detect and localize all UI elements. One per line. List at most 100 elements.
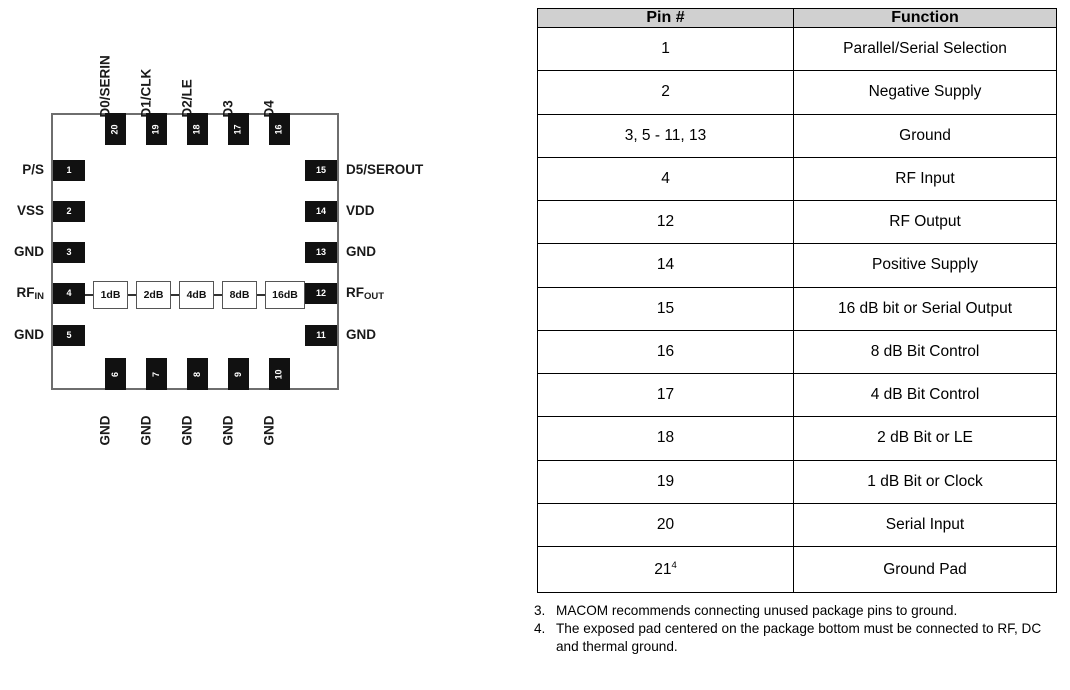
pin-label-4-text: RF [16,285,35,300]
pin-pad-3: 3 [53,242,85,263]
table-row: 4 RF Input [537,156,1057,202]
pin-number-19: 19 [150,123,161,135]
pin-label-7: GND [138,415,154,446]
attenuator-2db-label: 2dB [143,289,164,301]
cell-function: Positive Supply [793,243,1057,288]
wire-8db-to-16db [257,294,265,296]
cell-function: 16 dB bit or Serial Output [793,286,1057,331]
pin-label-14: VDD [346,203,375,218]
pin-pad-1: 1 [53,160,85,181]
cell-pin: 17 [537,372,794,418]
pin-label-18: D2/LE [179,79,195,118]
package-outline [51,113,339,390]
pin-number-9: 9 [232,371,243,377]
cell-pin-text: 21 [654,561,672,579]
cell-pin: 15 [537,286,794,331]
pin-label-10: GND [261,415,277,446]
table-row: 20 Serial Input [537,502,1057,548]
pin-pad-6: 6 [105,358,126,390]
cell-pin: 214 [537,546,794,593]
pin-pad-17: 17 [228,113,249,145]
pin-label-2: VSS [16,203,44,218]
pin-label-5: GND [14,327,44,342]
cell-function: Ground [793,113,1057,158]
pin-pad-2: 2 [53,201,85,222]
pin-number-8: 8 [191,371,202,377]
cell-pin: 2 [537,70,794,115]
cell-pin: 4 [537,156,794,202]
cell-pin: 1 [537,26,794,72]
wire-in-to-1db [85,294,93,296]
attenuator-16db: 16dB [265,281,305,309]
cell-pin: 20 [537,502,794,548]
cell-function: Serial Input [793,502,1057,548]
wire-2db-to-4db [171,294,179,296]
pin-label-13: GND [346,244,376,259]
pin-pad-14: 14 [305,201,337,222]
pin-number-5: 5 [66,330,72,340]
pin-number-14: 14 [315,206,326,216]
pin-pad-18: 18 [187,113,208,145]
footnote-3-number: 3. [534,603,546,618]
pin-label-6: GND [97,415,113,446]
package-pinout-diagram: D0/SERIN 20 D1/CLK 19 D2/LE 18 D3 17 D4 … [0,0,520,690]
pin-pad-13: 13 [305,242,337,263]
attenuator-1db: 1dB [93,281,128,309]
attenuator-2db: 2dB [136,281,171,309]
pin-label-11: GND [346,327,376,342]
pin-label-12-subscript: OUT [364,291,385,302]
cell-pin: 14 [537,243,794,288]
pin-number-15: 15 [315,165,326,175]
cell-pin: 3, 5 - 11, 13 [537,113,794,158]
pin-number-16: 16 [273,123,284,135]
column-header-pin: Pin # [537,8,794,28]
table-row: 1 Parallel/Serial Selection [537,26,1057,72]
attenuator-1db-label: 1dB [100,289,121,301]
pin-number-4: 4 [66,288,72,298]
pin-number-2: 2 [66,206,72,216]
pin-label-4-subscript: IN [34,291,45,302]
wire-1db-to-2db [128,294,136,296]
table-row: 3, 5 - 11, 13 Ground [537,113,1057,158]
pin-pad-4: 4 [53,283,85,304]
pin-label-20: D0/SERIN [97,55,113,118]
table-row: 2 Negative Supply [537,70,1057,115]
column-header-function: Function [793,8,1057,28]
pin-label-4: RFIN [0,285,45,302]
table-row: 15 16 dB bit or Serial Output [537,286,1057,331]
cell-function: Negative Supply [793,70,1057,115]
cell-function: 1 dB Bit or Clock [793,459,1057,504]
pin-label-8: GND [179,415,195,446]
pin-label-9: GND [220,415,236,446]
pin-label-19: D1/CLK [138,68,154,118]
footnote-4-text: The exposed pad centered on the package … [556,621,1042,654]
cell-pin: 16 [537,329,794,375]
attenuator-4db-label: 4dB [186,289,207,301]
pin-number-18: 18 [191,123,202,135]
table-row: 12 RF Output [537,199,1057,245]
pin-label-12-text: RF [346,285,364,300]
pin-pad-9: 9 [228,358,249,390]
cell-function: Parallel/Serial Selection [793,26,1057,72]
footnotes-block: 3. MACOM recommends connecting unused pa… [534,602,1054,656]
attenuator-16db-label: 16dB [272,289,298,301]
wire-4db-to-8db [214,294,222,296]
cell-function: RF Output [793,199,1057,245]
pin-label-12: RFOUT [346,285,385,302]
table-row: 17 4 dB Bit Control [537,372,1057,418]
pin-number-3: 3 [66,247,72,257]
cell-pin: 19 [537,459,794,504]
pin-label-15: D5/SEROUT [346,162,424,177]
cell-pin-footnote-marker: 4 [671,559,677,571]
pin-pad-15: 15 [305,160,337,181]
pin-number-20: 20 [109,123,120,135]
pin-pad-11: 11 [305,325,337,346]
pin-number-11: 11 [316,330,326,340]
pin-function-table: Pin # Function 1 Parallel/Serial Selecti… [537,8,1057,593]
cell-function: Ground Pad [793,546,1057,593]
footnote-3-text: MACOM recommends connecting unused packa… [556,603,958,618]
pin-label-3: GND [14,244,44,259]
pin-number-7: 7 [150,371,161,377]
cell-pin: 18 [537,416,794,461]
attenuator-8db: 8dB [222,281,257,309]
